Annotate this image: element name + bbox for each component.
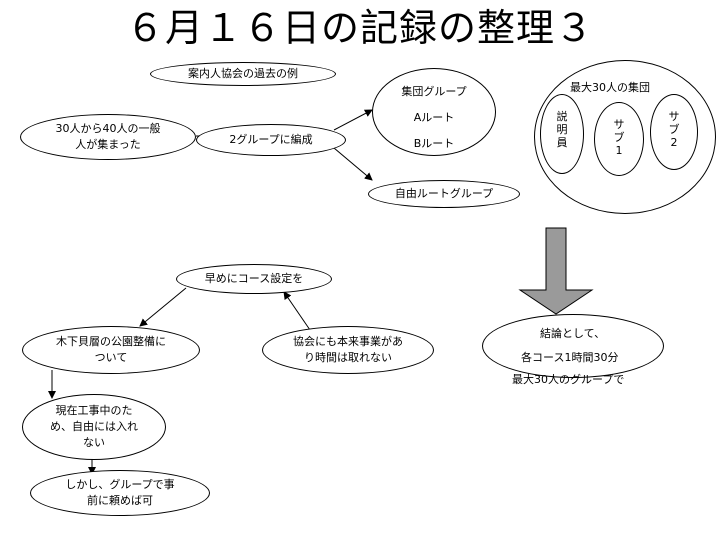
free-route-oval: 自由ルートグループ <box>368 180 520 208</box>
conclusion-oval <box>482 314 664 378</box>
route-b: Bルート <box>413 137 455 150</box>
gathered-line1: 30人から40人の一般 <box>55 122 161 135</box>
park-oval: 木下貝層の公園整備に ついて <box>22 326 200 374</box>
construction-line2: め、自由には入れ <box>50 420 138 433</box>
sub1-oval <box>594 102 644 176</box>
however-oval: しかし、グループで事 前に頼めば可 <box>30 470 210 516</box>
conclusion-line3: 最大30人のグループで <box>512 373 625 386</box>
max-group-title: 最大30人の集団 <box>570 81 650 94</box>
however-line2: 前に頼めば可 <box>87 494 153 507</box>
assoc-line1: 協会にも本来事業があ <box>293 335 403 348</box>
construction-line3: ない <box>83 436 105 449</box>
park-line2: ついて <box>94 351 128 364</box>
conclusion-line1: 結論として、 <box>540 327 606 340</box>
explainer-oval <box>540 94 584 174</box>
past-example-oval: 案内人協会の過去の例 <box>150 62 336 86</box>
park-line1: 木下貝層の公園整備に <box>56 335 166 348</box>
sub2-oval <box>650 94 698 170</box>
group-tour-label: 集団グループ <box>401 85 467 98</box>
arrow-to-park <box>139 287 187 327</box>
arrow-to-group-tour <box>333 109 373 131</box>
explainer-label: 説明員 <box>555 110 569 149</box>
gathered-line2: 人が集まった <box>75 138 141 151</box>
conclusion-line2: 各コース1時間30分 <box>521 351 619 364</box>
early-course-oval: 早めにコース設定を <box>176 264 332 294</box>
route-a: Aルート <box>413 111 455 124</box>
group-tour-oval: 集団グループ Aルート Bルート <box>372 68 496 156</box>
however-line1: しかし、グループで事 <box>65 478 175 491</box>
explainer-text: 説明員 <box>556 110 568 149</box>
page-title: ６月１６日の記録の整理３ <box>125 6 594 50</box>
arrow-assoc-to-early <box>283 291 311 331</box>
construction-line1: 現在工事中のた <box>55 404 133 417</box>
assoc-line2: り時間は取れない <box>304 351 392 364</box>
gathered-oval: 30人から40人の一般 人が集まった <box>20 114 196 160</box>
construction-oval: 現在工事中のた め、自由には入れ ない <box>22 394 166 460</box>
arrow-to-free-route <box>333 147 373 181</box>
conclusion-arrow <box>518 227 594 315</box>
association-oval: 協会にも本来事業があ り時間は取れない <box>262 326 434 374</box>
two-groups-oval: 2グループに編成 <box>196 124 346 156</box>
